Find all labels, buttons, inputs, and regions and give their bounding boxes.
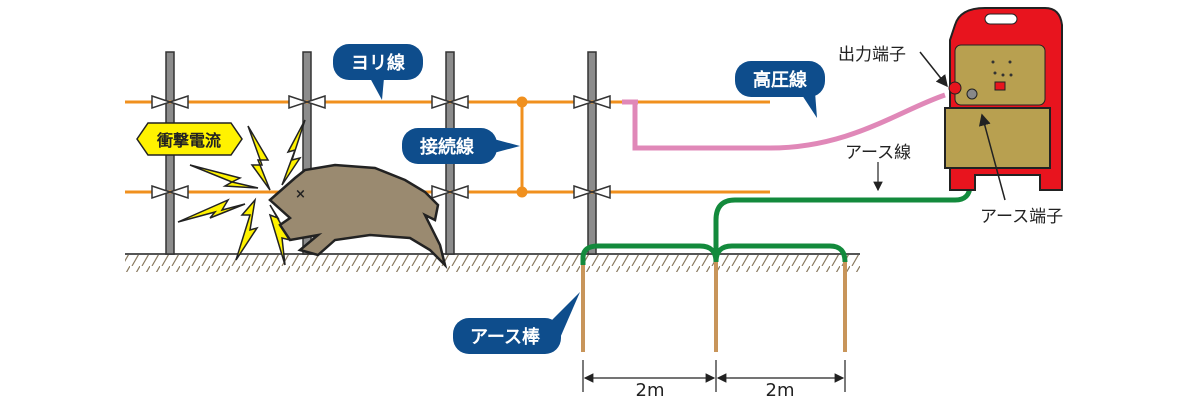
earth-wire xyxy=(580,100,973,265)
high-voltage-wire-callout: 高圧線 xyxy=(735,61,825,118)
insulators xyxy=(151,94,611,200)
dimension-label: 2m xyxy=(636,380,665,400)
svg-text:接続線: 接続線 xyxy=(420,136,474,158)
energizer-unit xyxy=(944,7,1063,191)
dimension-label: 2m xyxy=(766,380,795,400)
fence-post xyxy=(587,51,597,255)
svg-text:衝撃電流: 衝撃電流 xyxy=(156,131,221,150)
output-terminal-label: 出力端子 xyxy=(838,45,906,65)
earth-rods xyxy=(581,262,847,352)
dimension-lines xyxy=(582,360,846,392)
svg-text:×: × xyxy=(295,187,306,202)
connecting-wire-callout: 接続線 xyxy=(402,128,520,164)
shock-current-badge: 衝撃電流 xyxy=(136,122,243,156)
svg-text:ヨリ線: ヨリ線 xyxy=(351,52,405,74)
earth-rod-callout: アース棒 xyxy=(453,292,580,354)
fence-post xyxy=(302,51,312,255)
shock-bolts-icon xyxy=(177,119,306,266)
output-terminal xyxy=(948,81,962,95)
wild-boar-illustration: × xyxy=(268,163,448,270)
earth-terminal xyxy=(966,88,978,100)
earth-terminal-label: アース端子 xyxy=(980,207,1063,227)
high-voltage-wire xyxy=(622,92,946,151)
svg-text:高圧線: 高圧線 xyxy=(753,69,807,91)
ground xyxy=(125,253,860,272)
earth-wire-label: アース線 xyxy=(845,143,911,163)
twisted-wire-callout: ヨリ線 xyxy=(333,44,423,100)
svg-text:アース棒: アース棒 xyxy=(470,326,541,348)
